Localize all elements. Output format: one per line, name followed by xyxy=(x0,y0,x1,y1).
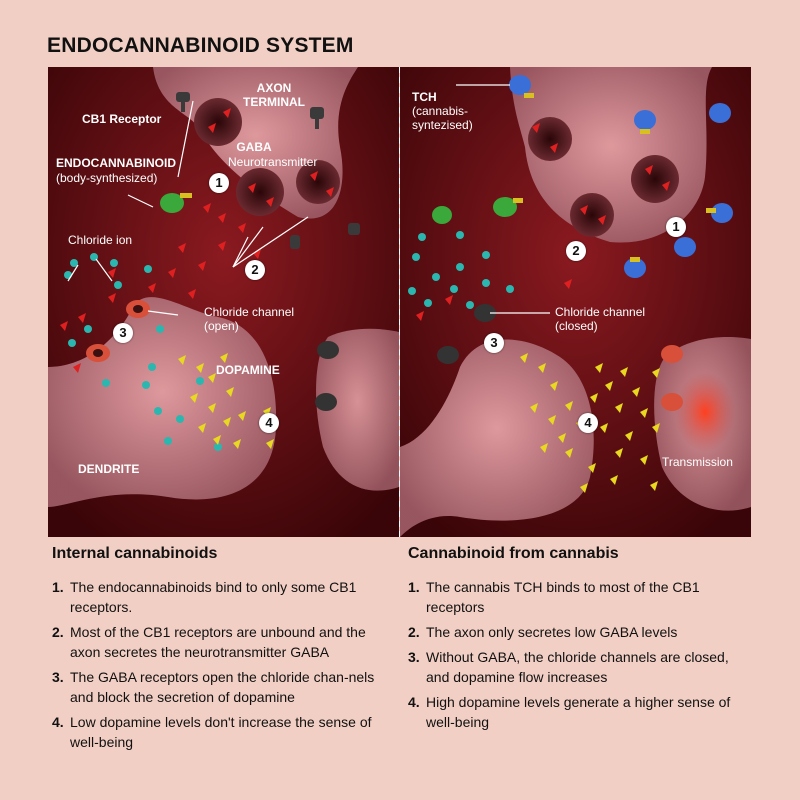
list-item: 2.The axon only secretes low GABA levels xyxy=(408,624,678,640)
cb1-receptor xyxy=(348,223,360,235)
dendrite xyxy=(400,339,594,537)
gaba-label-line2: Neurotransmitter xyxy=(228,155,318,169)
chloride-channel-label-line2: (closed) xyxy=(555,319,598,333)
cb1-receptor xyxy=(176,92,190,112)
tch-molecule xyxy=(709,103,731,123)
gaba-particles xyxy=(416,123,670,321)
right-illustration-svg xyxy=(400,67,751,537)
transmission-glow xyxy=(675,372,735,452)
chloride-channel-open xyxy=(86,344,110,362)
cb1-receptor-label: CB1 Receptor xyxy=(82,112,162,126)
vesicle xyxy=(570,193,614,237)
tch-molecule xyxy=(706,203,733,223)
endocannabinoid-molecule xyxy=(432,206,452,224)
page-title: ENDOCANNABINOID SYSTEM xyxy=(47,34,354,57)
chloride-channel xyxy=(661,345,683,411)
vesicle xyxy=(236,168,284,216)
cannabis-section: Cannabinoid from cannabis 1.The cannabis… xyxy=(408,545,753,737)
chloride-ions xyxy=(408,231,514,309)
endocannabinoid-molecule xyxy=(160,193,192,213)
tch-label-line3: syntezised) xyxy=(412,118,473,132)
tch-label-line2: (cannabis- xyxy=(412,104,469,118)
list-item: 2.Most of the CB1 receptors are unbound … xyxy=(52,624,366,660)
vesicle xyxy=(631,155,679,203)
section-heading: Internal cannabinoids xyxy=(52,545,218,562)
gaba-label-line1: GABA xyxy=(236,140,272,154)
internal-cannabinoids-illustration: CB1 Receptor AXON TERMINAL GABA Neurotra… xyxy=(48,67,399,537)
cannabis-illustration: TCH (cannabis- syntezised) Chloride chan… xyxy=(400,67,751,537)
dopamine-label: DOPAMINE xyxy=(216,363,280,377)
tch-molecule xyxy=(634,110,656,134)
steps-list: 1.The cannabis TCH binds to most of the … xyxy=(408,577,753,732)
cb1-receptor xyxy=(310,107,324,129)
internal-cannabinoids-section: Internal cannabinoids 1.The endocannabin… xyxy=(52,545,397,757)
marker-1: 1 xyxy=(209,173,229,193)
marker-4: 4 xyxy=(259,413,279,433)
steps-list: 1.The endocannabinoids bind to only some… xyxy=(52,577,397,752)
chloride-channel-open xyxy=(126,300,150,318)
marker-3: 3 xyxy=(484,333,504,353)
list-item: 4.Low dopamine levels don't increase the… xyxy=(52,714,372,750)
axon-terminal-label-line2: TERMINAL xyxy=(243,95,305,109)
list-item: 3.The GABA receptors open the chloride c… xyxy=(52,669,375,705)
chloride-channel-label-line1: Chloride channel xyxy=(555,305,646,319)
tch-label-line1: TCH xyxy=(412,90,437,104)
transmission-label: Transmission xyxy=(662,455,733,469)
endocannabinoid-molecule xyxy=(493,197,523,217)
list-item: 4.High dopamine levels generate a higher… xyxy=(408,694,731,730)
marker-1: 1 xyxy=(666,217,686,237)
list-item: 3.Without GABA, the chloride channels ar… xyxy=(408,649,729,685)
marker-2: 2 xyxy=(245,260,265,280)
tch-molecule xyxy=(509,75,534,98)
dendrite-label: DENDRITE xyxy=(78,462,140,476)
endocannabinoid-label-line2: (body-synthesized) xyxy=(56,171,158,185)
chloride-channel xyxy=(315,341,339,411)
marker-4: 4 xyxy=(578,413,598,433)
cb1-receptor xyxy=(290,235,300,249)
chloride-channel-label-line1: Chloride channel xyxy=(204,305,295,319)
tch-molecule xyxy=(674,237,696,257)
section-heading: Cannabinoid from cannabis xyxy=(408,545,619,562)
left-illustration-svg xyxy=(48,67,399,537)
chloride-channel-label-line2: (open) xyxy=(204,319,239,333)
marker-2: 2 xyxy=(566,241,586,261)
axon-terminal-label-line1: AXON xyxy=(256,81,292,95)
dopamine-particles xyxy=(178,353,274,449)
dopamine-particles xyxy=(520,353,660,493)
list-item: 1.The cannabis TCH binds to most of the … xyxy=(408,579,700,615)
vesicle xyxy=(528,117,572,161)
list-item: 1.The endocannabinoids bind to only some… xyxy=(52,579,357,615)
chloride-channel-closed xyxy=(437,346,459,364)
chloride-ion-label: Chloride ion xyxy=(68,233,133,247)
gaba-particles xyxy=(60,108,334,373)
right-neuron xyxy=(316,328,399,491)
endocannabinoid-label-line1: ENDOCANNABINOID xyxy=(56,156,176,170)
marker-3: 3 xyxy=(113,323,133,343)
chloride-channel-closed xyxy=(474,304,496,322)
tch-molecule xyxy=(624,257,646,278)
chloride-ions xyxy=(64,253,222,451)
